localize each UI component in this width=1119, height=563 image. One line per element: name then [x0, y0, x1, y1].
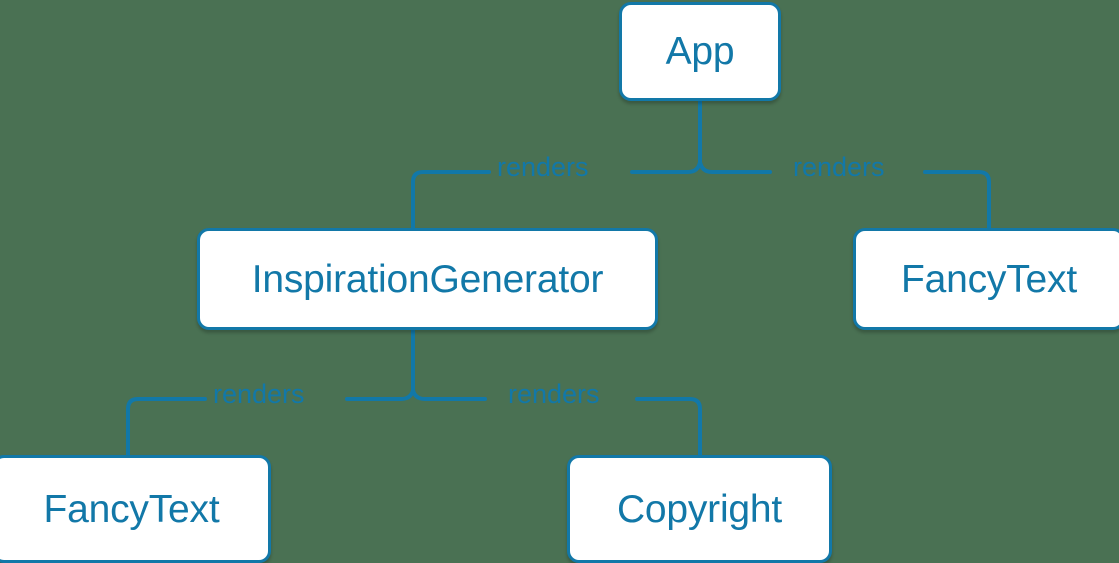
- node-fancytext-left[interactable]: FancyText: [0, 455, 271, 563]
- edge-label-inspirationgenerator-to-copyright: renders: [508, 379, 600, 409]
- edge-label-app-to-fancytext-right: renders: [793, 152, 885, 182]
- node-copyright-label: Copyright: [616, 487, 783, 531]
- edge-inspirationgenerator-to-copyright-tail: [635, 397, 702, 457]
- node-fancytext-left-label: FancyText: [43, 487, 220, 531]
- edge-app-to-fancytext-right: [698, 160, 772, 174]
- edge-app-to-inspirationgenerator: [630, 160, 702, 174]
- edge-inspirationgenerator-to-copyright: [411, 388, 487, 401]
- node-app[interactable]: App: [619, 2, 781, 101]
- edge-inspirationgenerator-to-fancytext-left-tail: [126, 397, 207, 457]
- node-inspirationgenerator[interactable]: InspirationGenerator: [197, 228, 658, 330]
- node-inspirationgenerator-label: InspirationGenerator: [251, 257, 604, 301]
- node-fancytext-right[interactable]: FancyText: [853, 228, 1119, 330]
- edge-label-inspirationgenerator-to-fancytext-left: renders: [213, 379, 305, 409]
- edge-label-app-to-inspirationgenerator: renders: [497, 152, 589, 182]
- edge-app-to-fancytext-right-tail: [923, 170, 991, 230]
- node-app-label: App: [665, 30, 735, 73]
- edge-inspirationgenerator-to-fancytext-left: [345, 388, 415, 401]
- node-fancytext-right-label: FancyText: [901, 257, 1077, 301]
- edge-app-to-inspirationgenerator-tail: [411, 170, 491, 230]
- node-copyright[interactable]: Copyright: [567, 455, 832, 563]
